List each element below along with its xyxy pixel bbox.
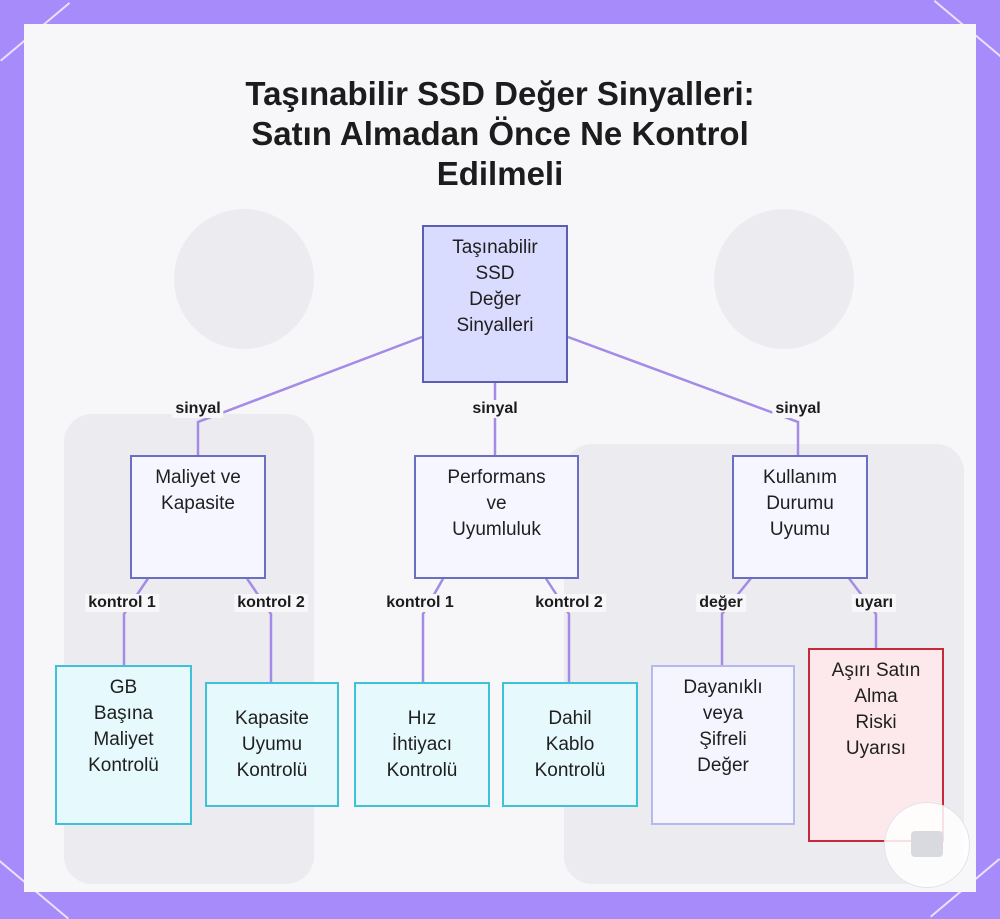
node-label: Taşınabilir SSD Değer Sinyalleri (452, 237, 538, 336)
edge-label-cost-gb: kontrol 1 (85, 594, 159, 612)
background-shape (714, 209, 854, 349)
document-icon (884, 802, 970, 888)
node-usage-fit: Kullanım Durumu Uyumu (732, 455, 868, 579)
diagram-title: Taşınabilir SSD Değer Sinyalleri: Satın … (24, 74, 976, 194)
edge-perf-cable (543, 576, 571, 684)
node-label: Dahil Kablo Kontrolü (534, 707, 606, 781)
node-gb-cost: GB Başına Maliyet Kontrolü (55, 665, 192, 825)
node-label: Kullanım Durumu Uyumu (763, 467, 837, 540)
edge-root-cost (196, 335, 423, 457)
edge-label-perf-speed: kontrol 1 (383, 594, 457, 612)
edge-label-root-usage: sinyal (772, 400, 824, 418)
edge-perf-speed (421, 576, 446, 684)
edge-label-root-perf: sinyal (469, 400, 521, 418)
edge-label-perf-cable: kontrol 2 (532, 594, 606, 612)
node-label: Kapasite Uyumu Kontrolü (235, 707, 309, 781)
edge-cost-gb (122, 576, 151, 667)
edge-label-root-cost: sinyal (172, 400, 224, 418)
title-line: Edilmeli (436, 155, 564, 192)
node-label: Dayanıklı veya Şifreli Değer (683, 677, 763, 776)
edge-label-usage-durable: değer (696, 594, 746, 612)
node-label: Maliyet ve Kapasite (155, 467, 241, 514)
edge-layer (122, 335, 878, 684)
node-label: Performans ve Uyumluluk (447, 467, 546, 540)
diagram-panel: Taşınabilir SSD Değer Sinyalleri: Satın … (24, 24, 976, 892)
edge-root-usage (567, 335, 800, 457)
node-capacity-fit: Kapasite Uyumu Kontrolü (205, 682, 339, 807)
title-line: Satın Almadan Önce Ne Kontrol (251, 115, 749, 152)
node-performance: Performans ve Uyumluluk (414, 455, 579, 579)
edge-label-usage-overbuy: uyarı (851, 594, 897, 612)
node-durable-encrypted: Dayanıklı veya Şifreli Değer (651, 665, 795, 825)
edge-label-cost-capfit: kontrol 2 (234, 594, 308, 612)
node-label: Aşırı Satın Alma Riski Uyarısı (831, 660, 921, 759)
node-included-cable: Dahil Kablo Kontrolü (502, 682, 638, 807)
title-line: Taşınabilir SSD Değer Sinyalleri: (245, 75, 755, 112)
node-speed-need: Hız İhtiyacı Kontrolü (354, 682, 490, 807)
edge-cost-capfit (244, 576, 273, 684)
node-cost-capacity: Maliyet ve Kapasite (130, 455, 266, 579)
node-label: GB Başına Maliyet Kontrolü (88, 677, 159, 776)
background-shape (174, 209, 314, 349)
node-root: Taşınabilir SSD Değer Sinyalleri (422, 225, 568, 383)
edge-usage-durable (720, 576, 753, 667)
node-label: Hız İhtiyacı Kontrolü (386, 707, 458, 781)
edge-usage-overbuy (847, 576, 878, 650)
